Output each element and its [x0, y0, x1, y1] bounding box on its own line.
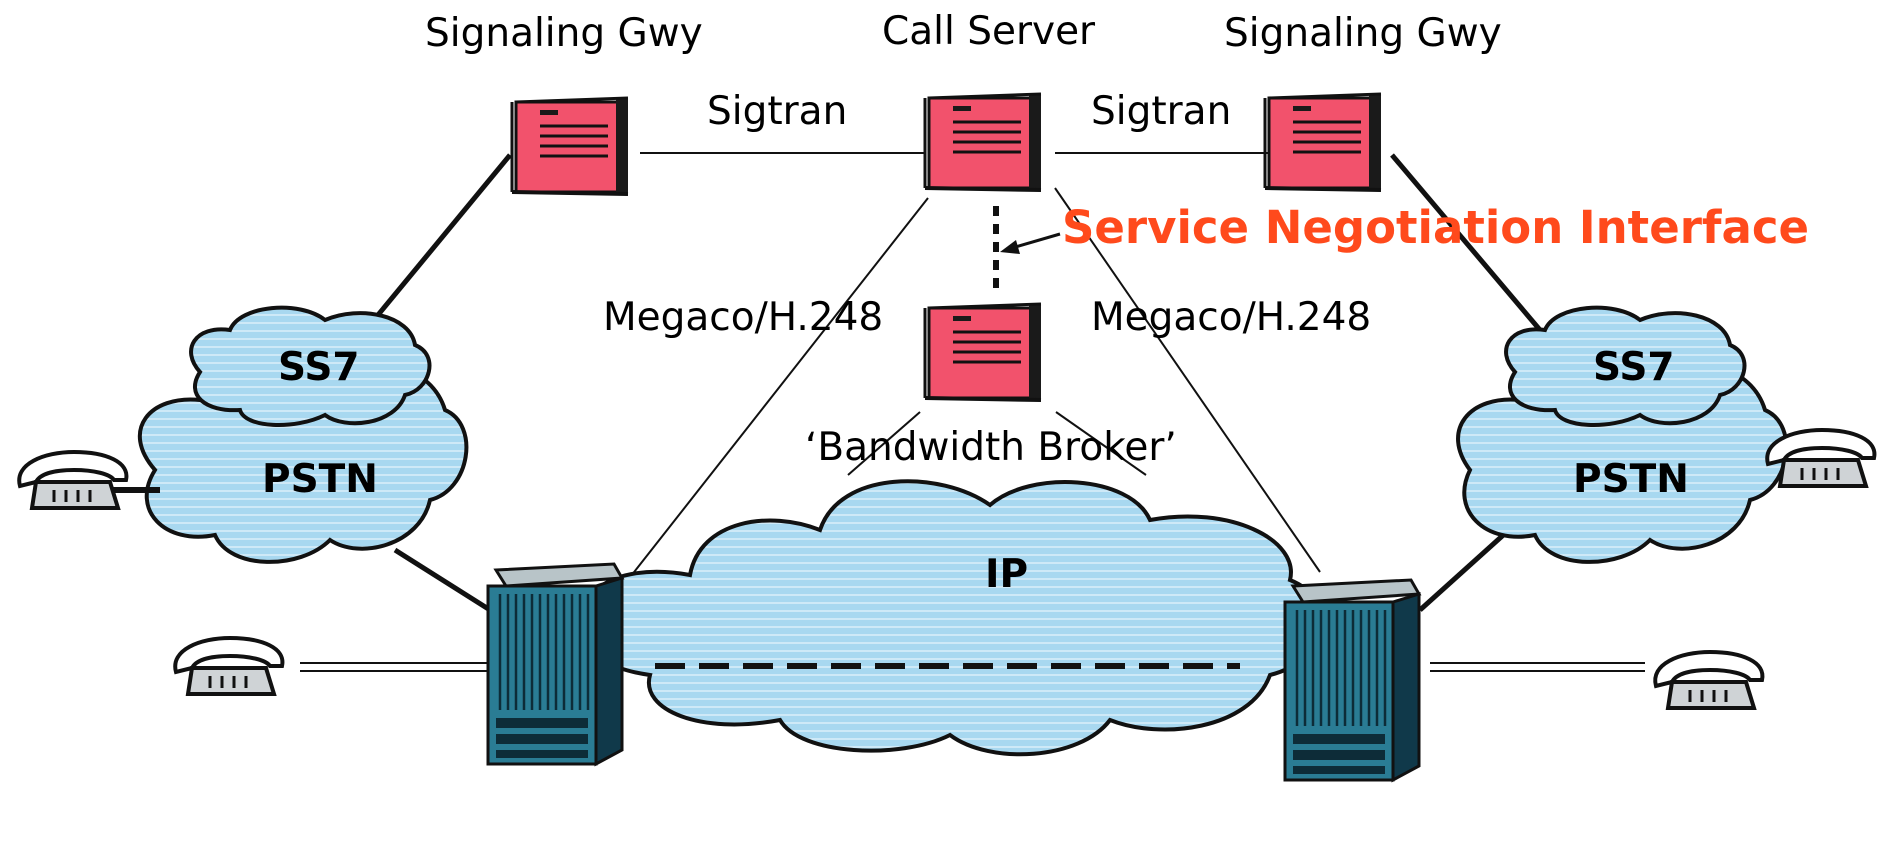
pstn-left-label: PSTN — [262, 457, 378, 502]
signaling-gateway-left-label: Signaling Gwy — [425, 11, 703, 56]
ss7-cloud-left — [189, 305, 432, 428]
service-negotiation-interface-label: Service Negotiation Interface — [1062, 201, 1810, 254]
server-icon — [923, 302, 1043, 402]
ss7-right-label: SS7 — [1593, 345, 1675, 390]
server-icon — [510, 96, 630, 196]
megaco-right-label: Megaco/H.248 — [1091, 295, 1372, 340]
broker-feet — [847, 411, 1147, 476]
sigtran-left-label: Sigtran — [707, 89, 848, 134]
ss7-left-label: SS7 — [278, 345, 360, 390]
pstn-to-gateway-link-left — [393, 547, 492, 613]
sigtran-right-label: Sigtran — [1091, 89, 1232, 134]
phone-link-left-bottom — [300, 662, 490, 672]
sg-to-ss7-link-left — [376, 153, 512, 317]
telephone-icon — [173, 636, 285, 696]
bandwidth-broker-label: ‘Bandwidth Broker’ — [805, 425, 1177, 470]
megaco-link-left — [619, 197, 929, 591]
media-gateway-icon — [1283, 578, 1421, 782]
telephone-icon — [17, 450, 129, 510]
server-icon — [923, 92, 1043, 192]
telephone-icon — [1765, 428, 1877, 488]
phone-link-right-bottom — [1430, 662, 1645, 672]
telephone-icon — [1653, 650, 1765, 710]
ip-label: IP — [985, 552, 1029, 597]
arrow-icon — [1000, 232, 1061, 254]
sg-to-ss7-link-right — [1390, 153, 1542, 332]
media-gateway-icon — [486, 562, 624, 766]
ip-cloud — [584, 479, 1325, 757]
ss7-cloud-right — [1504, 305, 1747, 428]
pstn-right-label: PSTN — [1573, 457, 1689, 502]
call-server-label: Call Server — [882, 9, 1096, 54]
megaco-left-label: Megaco/H.248 — [603, 295, 884, 340]
signaling-gateway-right-label: Signaling Gwy — [1224, 11, 1502, 56]
megaco-link-right — [1054, 187, 1321, 573]
server-icon — [1263, 92, 1383, 192]
